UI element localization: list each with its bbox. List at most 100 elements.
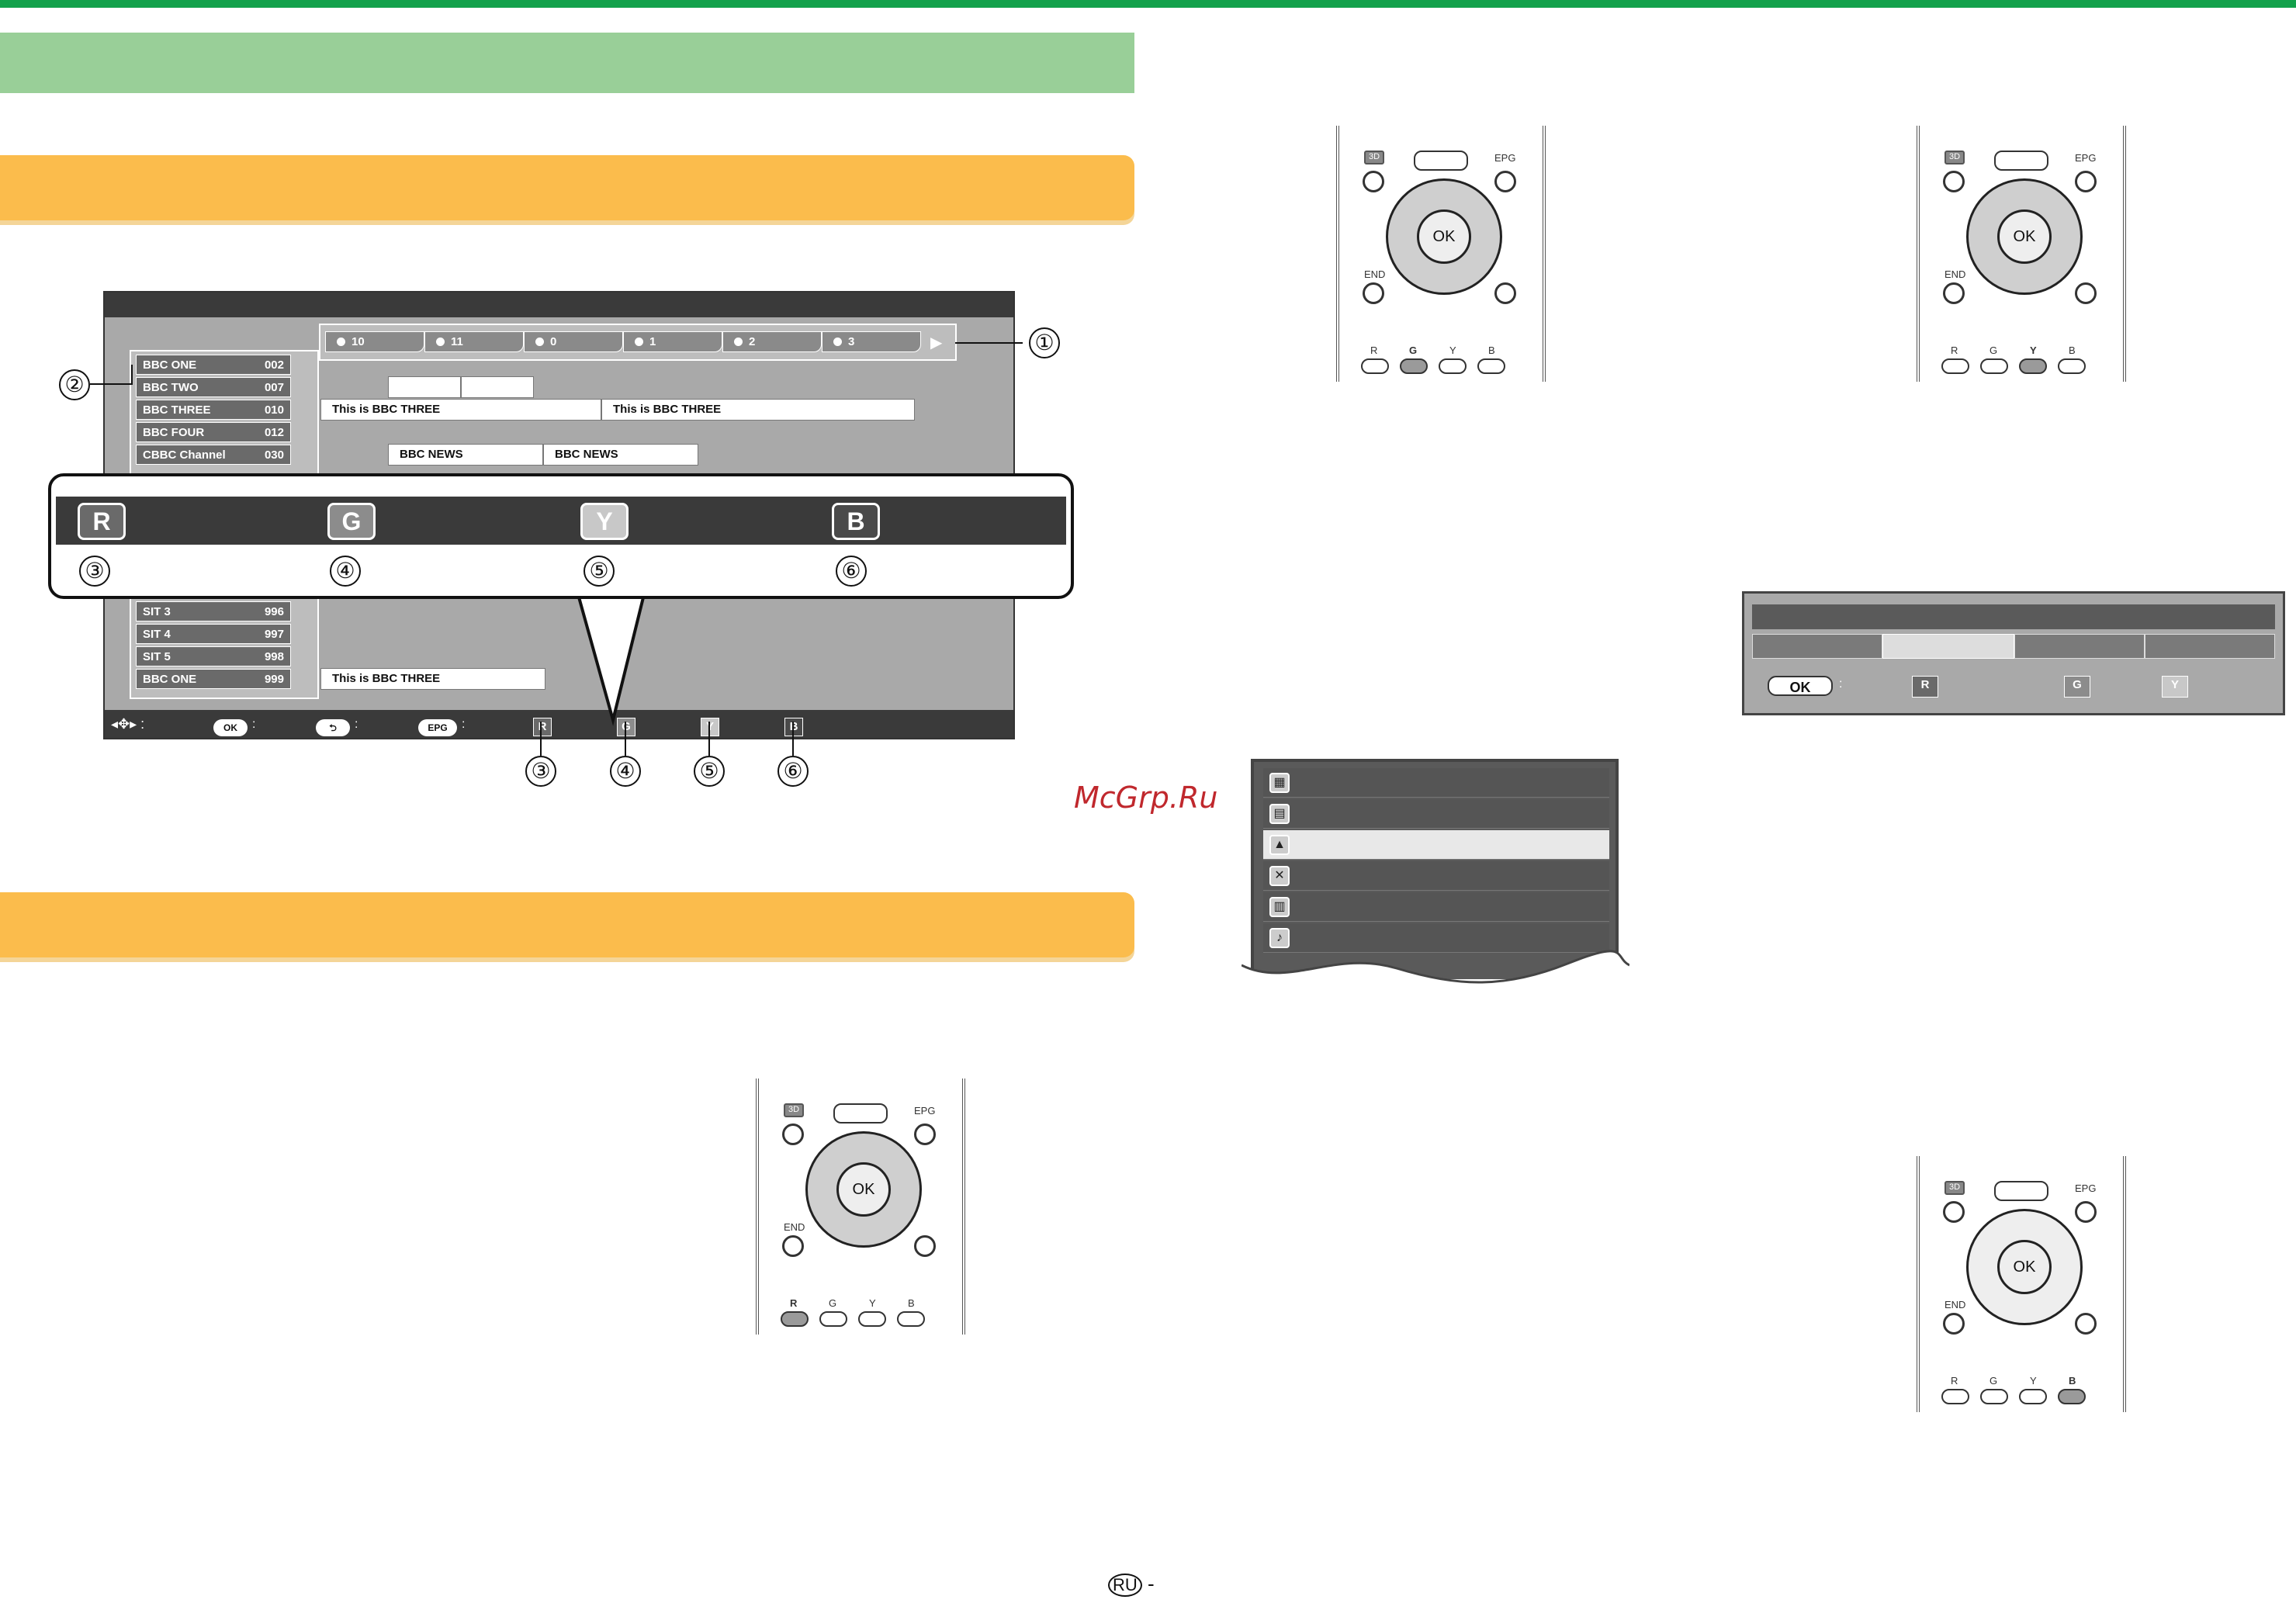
channel-number: 999 [264,673,284,686]
end-label: END [1945,268,1966,280]
language-badge: RU [1108,1574,1142,1597]
blue-button[interactable] [2058,358,2086,374]
genre-row[interactable]: ▥ [1263,892,1609,922]
y-label: Y [2030,344,2037,356]
genre-row-selected[interactable]: ▲ [1263,830,1609,860]
return-button[interactable] [2075,1313,2097,1335]
end-button[interactable] [1943,1313,1965,1335]
y-label: Y [869,1297,876,1309]
channel-number: 030 [264,448,284,462]
channel-number: 010 [264,403,284,417]
channel-row[interactable]: BBC ONE 002 [136,355,291,375]
dpad[interactable]: OK [805,1131,922,1248]
yellow-button[interactable] [2019,358,2047,374]
program-cell[interactable]: This is BBC THREE [320,399,601,421]
channel-number: 002 [264,358,284,372]
end-button[interactable] [782,1235,804,1257]
search-tab[interactable] [2145,634,2275,659]
3d-button[interactable] [1943,171,1965,192]
genre-row[interactable]: ♪ [1263,923,1609,953]
return-button[interactable] [914,1235,936,1257]
program-cell[interactable]: BBC NEWS [543,444,698,466]
blue-button[interactable] [2058,1389,2086,1404]
blue-button[interactable] [897,1311,925,1327]
epg-button[interactable] [2075,171,2097,192]
green-key[interactable]: G [2064,676,2090,698]
ok-button[interactable]: OK [836,1162,891,1217]
channel-number: 007 [264,381,284,394]
3d-key[interactable]: 3D [1945,151,1965,164]
home-button[interactable] [833,1103,888,1123]
dpad[interactable]: OK [1966,178,2083,295]
3d-key[interactable]: 3D [784,1103,804,1117]
yellow-key[interactable]: Y [2162,676,2188,698]
end-button[interactable] [1363,282,1384,304]
green-button[interactable] [1980,358,2008,374]
3d-key[interactable]: 3D [1945,1181,1965,1195]
ok-button[interactable]: OK [1997,209,2052,264]
green-key[interactable]: G [327,503,376,540]
red-button[interactable] [1361,358,1389,374]
yellow-key[interactable]: Y [580,503,629,540]
home-button[interactable] [1414,151,1468,171]
ok-key: OK [213,719,248,736]
search-tab[interactable] [1752,634,1882,659]
genre-row[interactable]: ▦ [1263,768,1609,798]
red-button[interactable] [781,1311,809,1327]
epg-button[interactable] [1494,171,1516,192]
red-button[interactable] [1941,358,1969,374]
blue-key[interactable]: B [832,503,880,540]
yellow-button[interactable] [1439,358,1467,374]
program-cell[interactable]: BBC NEWS [388,444,543,466]
3d-button[interactable] [782,1123,804,1145]
red-key[interactable]: R [1912,676,1938,698]
genre-row[interactable]: ✕ [1263,861,1609,891]
program-cell[interactable] [388,376,461,398]
dpad[interactable]: OK [1966,1209,2083,1325]
3d-key[interactable]: 3D [1364,151,1384,164]
yellow-button[interactable] [2019,1389,2047,1404]
red-key[interactable]: R [78,503,126,540]
search-tab[interactable] [2014,634,2145,659]
timeline-next-icon[interactable]: ▶ [930,334,943,351]
dpad[interactable]: OK [1386,178,1502,295]
ok-button[interactable]: OK [1417,209,1471,264]
remote-control-yellow: 3D EPG OK END R G Y B [1917,126,2126,382]
program-cell[interactable] [461,376,534,398]
return-button[interactable] [2075,282,2097,304]
red-button[interactable] [1941,1389,1969,1404]
channel-name: BBC ONE [143,358,197,372]
green-button[interactable] [1400,358,1428,374]
epg-label: EPG [2075,1182,2097,1194]
3d-button[interactable] [1363,171,1384,192]
program-cell[interactable]: This is BBC THREE [601,399,915,421]
ok-button[interactable]: OK [1997,1240,2052,1294]
y-label: Y [2030,1375,2037,1387]
blue-button[interactable] [1477,358,1505,374]
return-button[interactable] [1494,282,1516,304]
home-button[interactable] [1994,1181,2048,1201]
genre-row[interactable]: ▤ [1263,799,1609,829]
green-button[interactable] [819,1311,847,1327]
3d-button[interactable] [1943,1201,1965,1223]
end-button[interactable] [1943,282,1965,304]
yellow-button[interactable] [858,1311,886,1327]
g-label: G [1409,344,1418,356]
search-tab-selected[interactable] [1882,634,2014,659]
home-button[interactable] [1994,151,2048,171]
epg-button[interactable] [2075,1201,2097,1223]
epg-label: EPG [914,1105,936,1117]
program-cell[interactable]: This is BBC THREE [320,668,545,690]
channel-name: SIT 4 [143,628,171,641]
epg-button[interactable] [914,1123,936,1145]
green-button[interactable] [1980,1389,2008,1404]
red-key[interactable]: R [533,718,552,736]
